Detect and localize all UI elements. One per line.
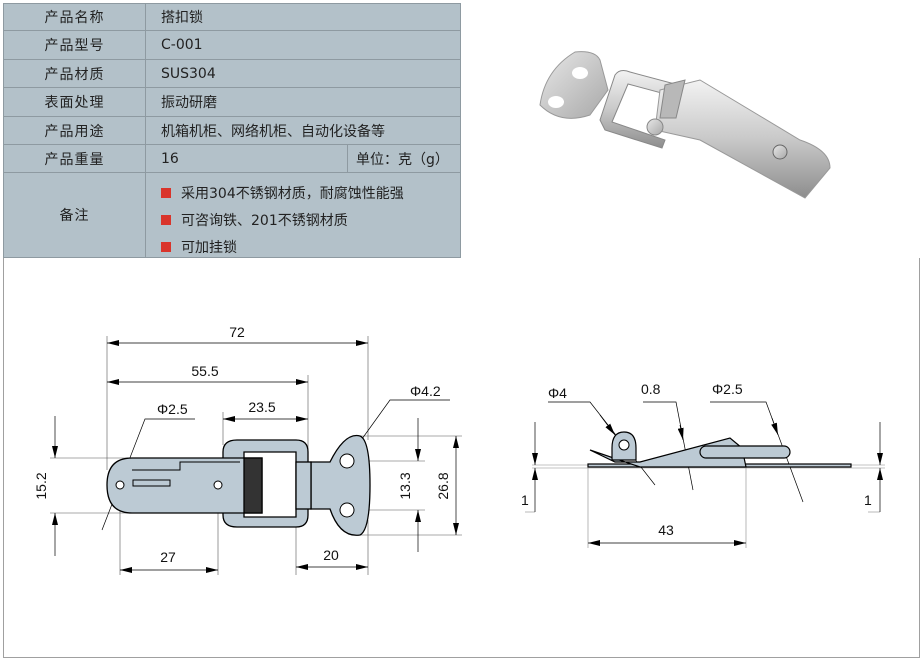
bullet-icon	[161, 241, 171, 252]
spec-label: 表面处理	[4, 88, 146, 116]
technical-drawing-panel	[3, 258, 920, 658]
spec-row-model: 产品型号 C-001	[4, 31, 460, 60]
spec-row-usage: 产品用途 机箱机柜、网络机柜、自动化设备等	[4, 117, 460, 145]
note-text: 采用304不锈钢材质，耐腐蚀性能强	[181, 185, 404, 202]
spec-value: 机箱机柜、网络机柜、自动化设备等	[161, 123, 385, 140]
notes-list: 采用304不锈钢材质，耐腐蚀性能强 可咨询铁、201不锈钢材质 可加挂锁	[161, 179, 404, 260]
spec-label: 产品材质	[4, 60, 146, 87]
note-text: 可咨询铁、201不锈钢材质	[181, 212, 348, 229]
bullet-icon	[161, 214, 171, 225]
spec-label: 产品用途	[4, 117, 146, 144]
product-photo	[462, 3, 920, 258]
spec-row-finish: 表面处理 振动研磨	[4, 88, 460, 117]
spec-label: 产品名称	[4, 4, 146, 30]
weight-unit: 单位：克（g）	[347, 145, 460, 172]
spec-value: 16	[161, 150, 179, 167]
spec-table: 产品名称 搭扣锁 产品型号 C-001 产品材质 SUS304 表面处理 振动研…	[3, 3, 461, 258]
spec-row-weight: 产品重量 16 单位：克（g）	[4, 145, 460, 173]
spec-row-material: 产品材质 SUS304	[4, 60, 460, 88]
note-item: 采用304不锈钢材质，耐腐蚀性能强	[161, 179, 404, 206]
spec-label: 产品重量	[4, 145, 146, 172]
note-item: 可加挂锁	[161, 233, 404, 260]
spec-row-notes: 备注 采用304不锈钢材质，耐腐蚀性能强 可咨询铁、201不锈钢材质 可加挂锁	[4, 173, 460, 257]
note-item: 可咨询铁、201不锈钢材质	[161, 206, 404, 233]
spec-label: 产品型号	[4, 31, 146, 59]
spec-row-name: 产品名称 搭扣锁	[4, 4, 460, 31]
spec-value: SUS304	[161, 65, 216, 82]
spec-value: 振动研磨	[161, 95, 217, 111]
spec-value: 搭扣锁	[161, 10, 203, 26]
notes-label: 备注	[4, 173, 146, 257]
note-text: 可加挂锁	[181, 239, 237, 256]
spec-value: C-001	[161, 37, 203, 53]
bullet-icon	[161, 187, 171, 198]
